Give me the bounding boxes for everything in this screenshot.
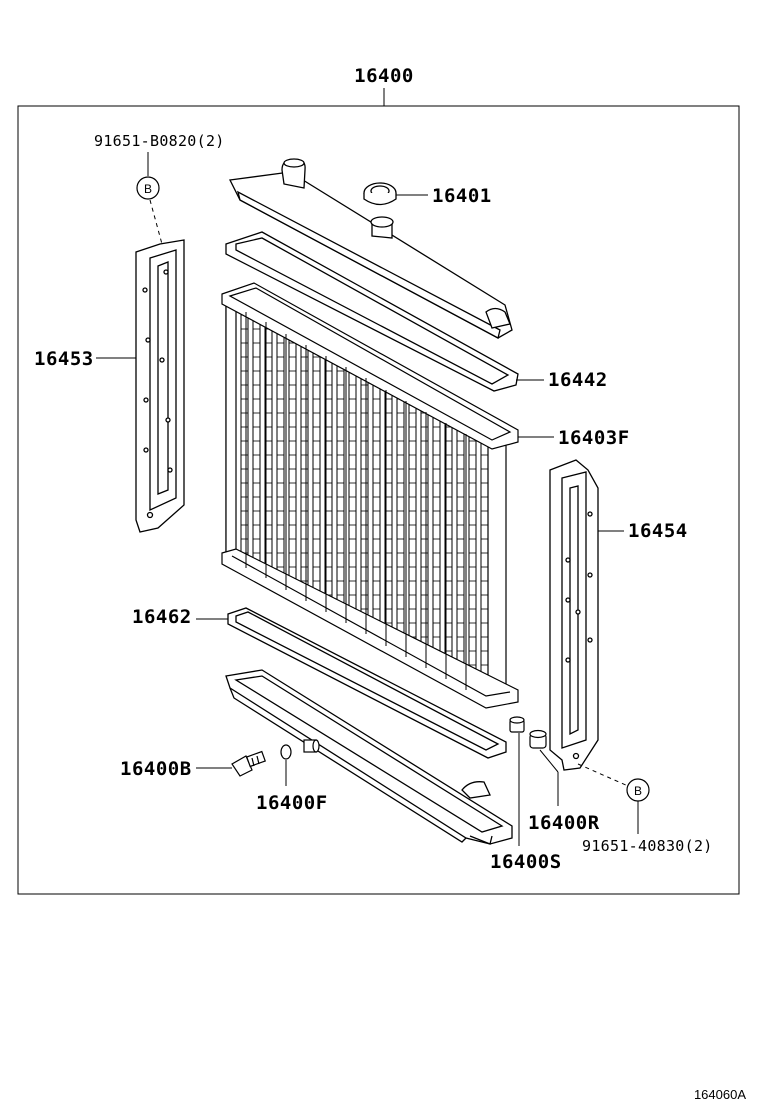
label-16400F: 16400F: [256, 792, 328, 814]
label-16403F: 16403F: [558, 427, 630, 449]
assembly-part-number: 16400: [354, 65, 414, 87]
label-16462: 16462: [132, 606, 192, 628]
left-side-bracket: [135, 239, 185, 533]
right-side-bracket: [549, 459, 599, 771]
label-16454: 16454: [628, 520, 688, 542]
radiator-core: [221, 282, 519, 709]
drawing-code: 164060A: [694, 1087, 746, 1102]
core-tube-lines: [245, 312, 467, 690]
leader-16400R-a: [539, 749, 559, 773]
callout-b-bottom-letter: B: [634, 784, 642, 798]
label-16453: 16453: [34, 348, 94, 370]
label-16401: 16401: [432, 185, 492, 207]
drain-plug: [231, 750, 266, 777]
drain-o-ring: [280, 744, 292, 760]
lower-gasket: [227, 607, 507, 759]
lower-tank: [225, 669, 513, 845]
label-16400B: 16400B: [120, 758, 192, 780]
dash-bolt-top: [149, 199, 163, 245]
upper-gasket: [225, 231, 519, 392]
assembly-frame: [17, 105, 740, 895]
callout-b-top-letter: B: [144, 182, 152, 196]
label-16400S: 16400S: [490, 851, 562, 873]
label-16442: 16442: [548, 369, 608, 391]
label-bolt-top: 91651-B0820(2): [94, 132, 225, 150]
upper-tank: [229, 158, 513, 339]
label-bolt-bottom: 91651-40830(2): [582, 837, 713, 855]
plug-16400S: [509, 716, 525, 733]
label-16400R: 16400R: [528, 812, 600, 834]
dash-bolt-bottom: [577, 763, 629, 787]
drain-cock-fitting: [303, 739, 320, 753]
callout-b-top: [136, 176, 160, 200]
cap-16400R: [529, 729, 547, 749]
radiator-cap: [363, 182, 397, 206]
